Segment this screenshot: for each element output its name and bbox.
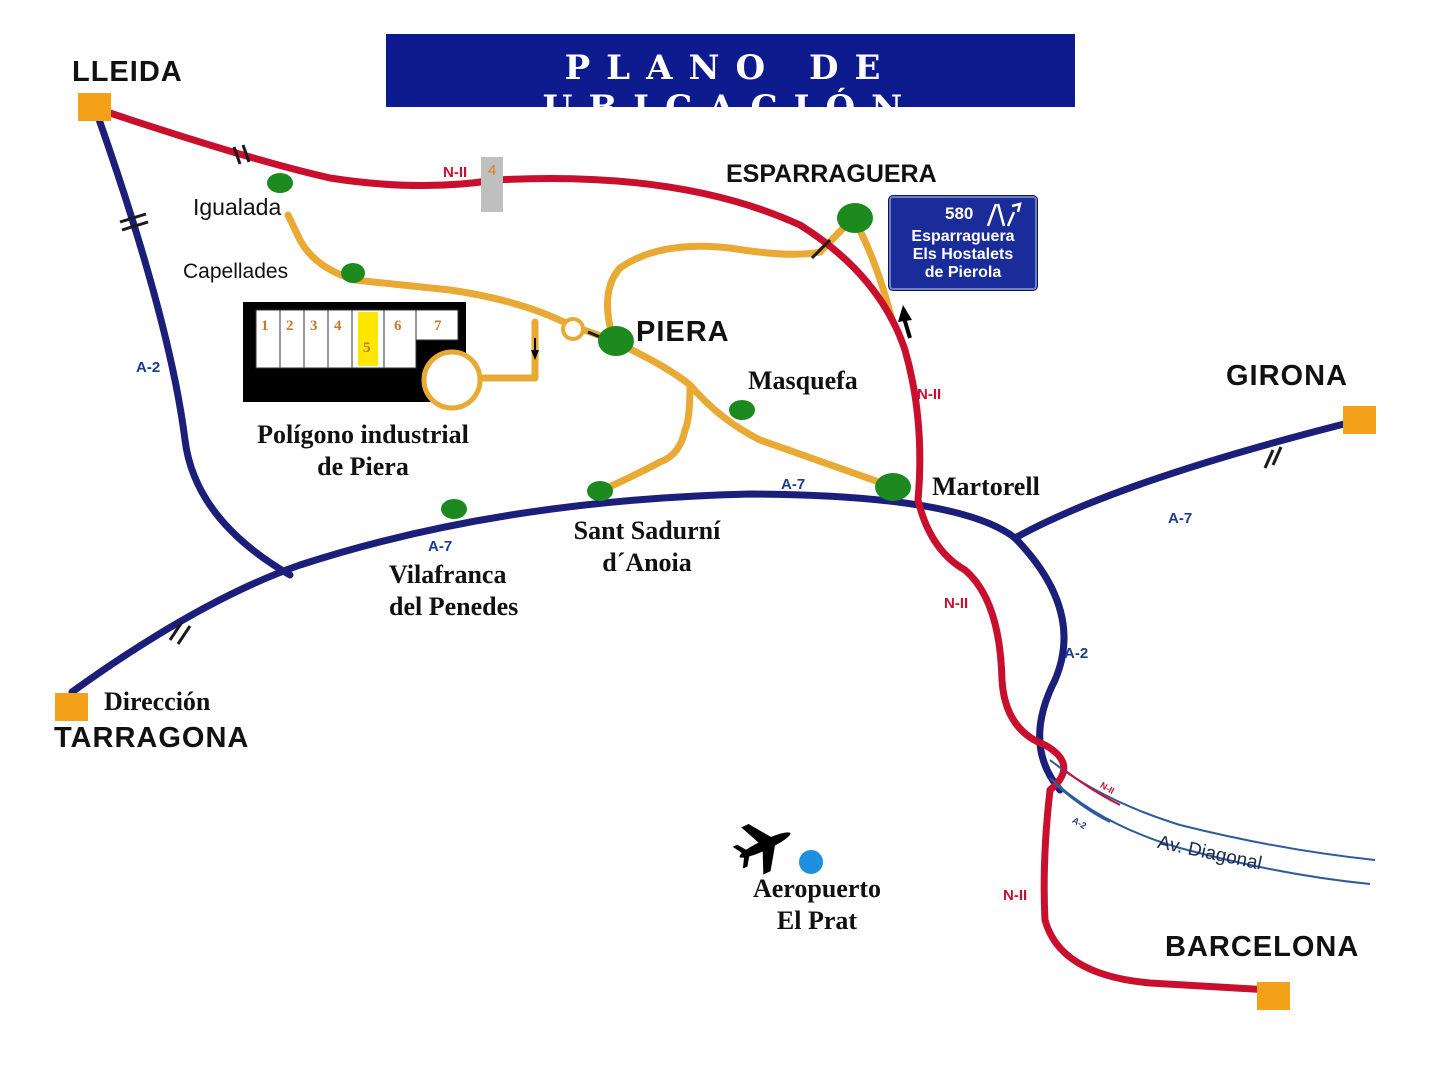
poligono-block: [243, 302, 483, 411]
label-barcelona: BARCELONA: [1165, 931, 1360, 963]
label-esparraguera: ESPARRAGUERA: [726, 160, 937, 188]
road-label-a2-west: A-2: [136, 359, 161, 376]
city-square-barcelona: [1257, 982, 1290, 1010]
exit-sign: 580 Esparraguera Els Hostalets de Pierol…: [889, 196, 1037, 290]
label-martorell: Martorell: [932, 472, 1040, 501]
motorway-exit-icon: [986, 202, 1022, 227]
dot-igualada: [267, 173, 293, 193]
plot-highlight: [358, 312, 378, 366]
road-label-n2-bcn: N-II: [1003, 887, 1028, 904]
label-poligono: Polígono industrial de Piera: [232, 420, 494, 482]
label-vilafranca: Vilafranca del Penedes: [389, 560, 518, 622]
plot-4: 4: [334, 318, 342, 334]
road-poligono-access: [478, 318, 539, 382]
dot-capellades: [341, 263, 365, 283]
road-label-n2-south: N-II: [944, 595, 969, 612]
toll-marker: [481, 157, 503, 212]
label-santsadurni-2: d´Anoia: [602, 548, 692, 577]
plot-7: 7: [434, 318, 442, 334]
road-label-a7-west: A-7: [428, 538, 453, 555]
road-piera-esparraguera: [604, 214, 857, 339]
road-label-n2-north: N-II: [443, 164, 468, 181]
airplane-icon: [732, 823, 791, 875]
label-capellades: Capellades: [183, 260, 289, 283]
dot-martorell: [875, 473, 911, 501]
dot-santsadurni: [587, 481, 613, 501]
plot-5: 5: [363, 340, 371, 356]
label-igualada: Igualada: [193, 194, 282, 220]
label-vilafranca-2: del Penedes: [389, 592, 519, 621]
a2-west: [91, 104, 294, 579]
city-square-lleida: [78, 93, 111, 121]
plot-6: 6: [394, 318, 402, 334]
page-title: PLANO DE UBICACIÓN: [542, 48, 919, 128]
poligono-roundabout: [421, 349, 483, 411]
plot-3: 3: [310, 318, 318, 334]
av-diagonal: [1049, 759, 1376, 885]
label-girona: GIRONA: [1226, 360, 1348, 392]
label-piera: PIERA: [636, 316, 730, 348]
a7-main: [68, 416, 1364, 696]
label-santsadurni: Sant Sadurní d´Anoia: [552, 516, 742, 578]
road-piera-santsadurni: [596, 381, 694, 495]
city-square-girona: [1343, 406, 1376, 434]
dot-vilafranca: [441, 499, 467, 519]
city-square-tarragona: [55, 693, 88, 721]
town-dots: [267, 173, 911, 519]
road-label-a7-east: A-7: [1168, 510, 1193, 527]
plot-1: 1: [261, 318, 269, 334]
dot-piera: [598, 326, 634, 356]
label-aeropuerto: Aeropuerto El Prat: [727, 874, 907, 936]
city-squares: [55, 93, 1376, 1010]
small-arrow-icon: [531, 338, 539, 360]
label-poligono-1: Polígono industrial: [257, 420, 469, 449]
piera-roundabout: [561, 317, 585, 341]
label-santsadurni-1: Sant Sadurní: [573, 516, 721, 545]
road-igualada-piera: [284, 211, 616, 344]
exit-line-2: Els Hostalets: [912, 246, 1014, 263]
toll-number: 4: [488, 162, 497, 179]
label-aeropuerto-1: Aeropuerto: [752, 874, 882, 903]
exit-destinations: Esparraguera Els Hostalets de Pierola: [891, 228, 1035, 282]
exit-number: 580: [945, 204, 974, 223]
n2-route: [91, 104, 1274, 994]
arrow-up-icon: [898, 305, 912, 339]
label-direccion: Dirección: [104, 687, 211, 716]
label-masquefa: Masquefa: [748, 366, 858, 395]
road-label-a2-east: A-2: [1064, 645, 1089, 662]
label-tarragona: TARRAGONA: [54, 722, 250, 754]
airport-dot: [799, 850, 823, 874]
label-aeropuerto-2: El Prat: [776, 906, 858, 935]
title-banner: PLANO DE UBICACIÓN: [386, 34, 1075, 128]
exit-line-3: de Pierola: [924, 264, 1002, 281]
plot-2: 2: [286, 318, 294, 334]
motorways: [68, 104, 1364, 794]
toll-ticks: [119, 144, 1283, 645]
label-vilafranca-1: Vilafranca: [389, 560, 507, 589]
road-label-a7-center: A-7: [781, 476, 806, 493]
dot-esparraguera: [837, 203, 873, 233]
dot-masquefa: [729, 400, 755, 420]
road-label-n2-mid: N-II: [917, 386, 942, 403]
label-lleida: LLEIDA: [72, 56, 183, 88]
label-poligono-2: de Piera: [317, 452, 409, 481]
a2-east: [1011, 534, 1068, 794]
exit-line-1: Esparraguera: [911, 228, 1015, 245]
